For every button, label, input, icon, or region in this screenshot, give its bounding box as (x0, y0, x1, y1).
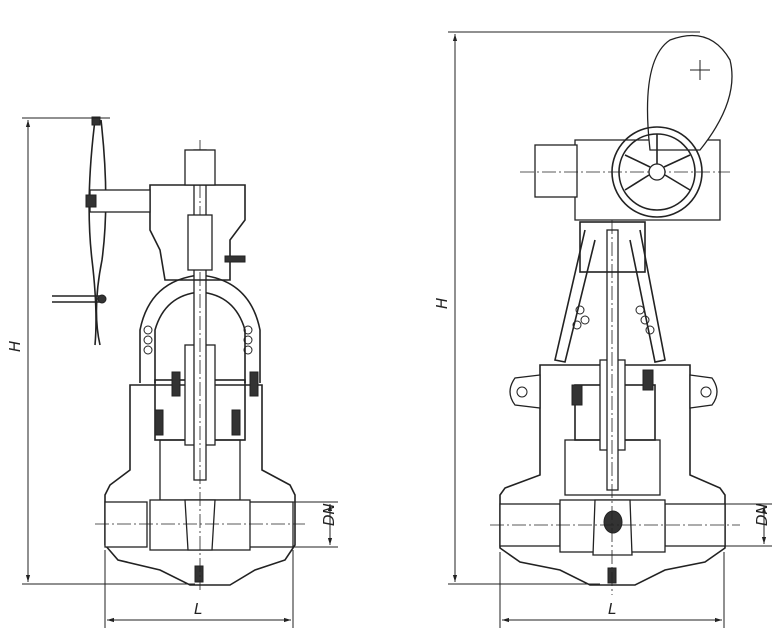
left-length-label: L (194, 600, 202, 618)
left-height-label: H (6, 341, 24, 352)
right-dimensions: H L DN (433, 31, 772, 628)
left-handwheel (52, 116, 151, 346)
right-length-label: L (608, 600, 616, 618)
left-bonnet (154, 344, 259, 446)
right-yoke (554, 229, 666, 363)
right-height-label: H (433, 298, 451, 309)
left-dimensions: H L DN (6, 117, 338, 628)
right-handwheel (611, 126, 703, 218)
left-gearbox (149, 149, 246, 281)
right-valve-view: H L DN (433, 31, 772, 628)
left-bore-label: DN (320, 503, 338, 526)
right-bore-label: DN (753, 503, 771, 526)
right-valve-body (499, 364, 726, 586)
right-stem (606, 229, 619, 491)
left-valve-view: H L DN (6, 116, 338, 628)
right-actuator (520, 34, 733, 273)
